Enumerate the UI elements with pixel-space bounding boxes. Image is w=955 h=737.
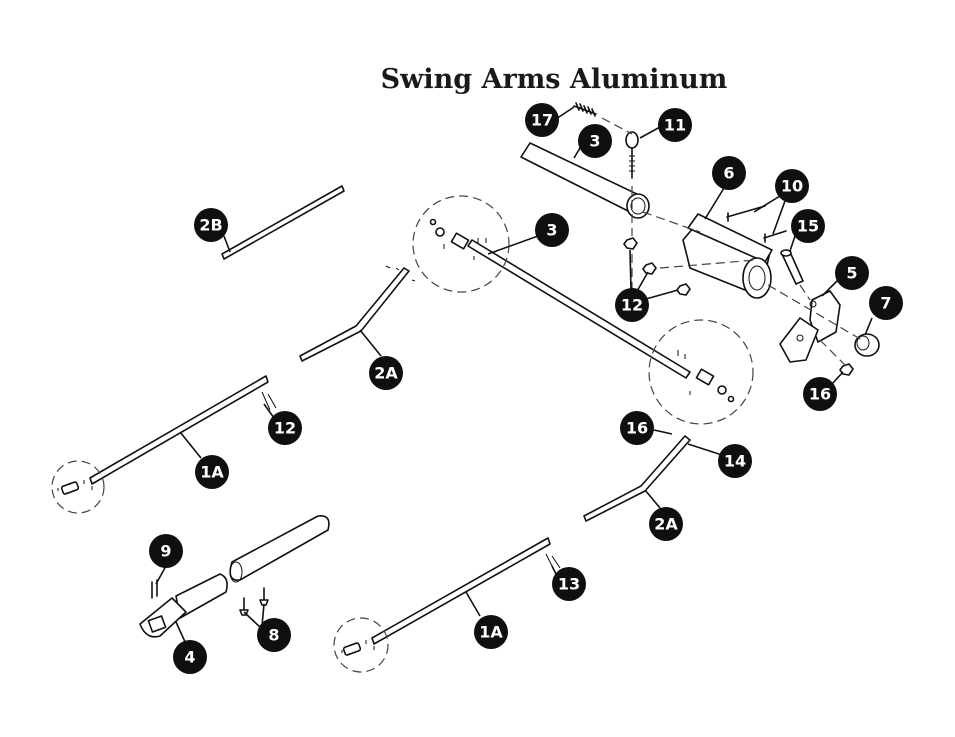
callout-12-mid: 12 xyxy=(268,411,302,445)
part-11-eye-bolt xyxy=(625,131,639,179)
part-2B-rod xyxy=(221,185,345,260)
part-1A-long-arm-top xyxy=(89,375,277,485)
callout-1A-top: 1A xyxy=(195,455,229,489)
callout-11-label: 11 xyxy=(664,116,686,135)
callout-7-label: 7 xyxy=(880,294,891,313)
callout-4-label: 4 xyxy=(184,648,195,667)
callout-7: 7 xyxy=(869,286,903,320)
callout-12-mid-label: 12 xyxy=(274,419,296,438)
callout-9-label: 9 xyxy=(160,542,171,561)
callout-3-mid: 3 xyxy=(535,213,569,247)
part-7-knob xyxy=(854,333,880,357)
callout-15: 15 xyxy=(791,209,825,243)
part-4-handle-end xyxy=(139,573,228,638)
part-17-spring xyxy=(573,102,597,117)
part-2A-bent-arm-bottom xyxy=(583,435,691,522)
part-10-bolts xyxy=(726,205,787,243)
callout-1A-bottom: 1A xyxy=(474,615,508,649)
part-5-bracket xyxy=(779,290,841,363)
callout-2A-top: 2A xyxy=(369,356,403,390)
callout-10: 10 xyxy=(775,169,809,203)
callout-14-label: 14 xyxy=(724,452,746,471)
callout-16-top-label: 16 xyxy=(809,385,831,404)
callout-8-label: 8 xyxy=(268,626,279,645)
callout-1A-bottom-label: 1A xyxy=(479,623,503,642)
callout-11: 11 xyxy=(658,108,692,142)
part-3-long-shaft xyxy=(467,239,691,379)
callout-3-top-label: 3 xyxy=(589,132,600,151)
callout-1A-top-label: 1A xyxy=(200,463,224,482)
callout-16-mid-label: 16 xyxy=(626,419,648,438)
callout-9: 9 xyxy=(149,534,183,568)
callout-14: 14 xyxy=(718,444,752,478)
callout-16-mid: 16 xyxy=(620,411,654,445)
assembly-axis-lines xyxy=(601,117,863,367)
callout-2B-label: 2B xyxy=(199,216,222,235)
detail-circle-arm-top xyxy=(51,460,105,514)
diagram-title: Swing Arms Aluminum xyxy=(381,64,728,95)
callout-12-top: 12 xyxy=(615,288,649,322)
callout-6-label: 6 xyxy=(723,164,734,183)
callout-6: 6 xyxy=(712,156,746,190)
part-1A-long-arm-bottom xyxy=(371,537,561,645)
callout-2A-bottom: 2A xyxy=(649,507,683,541)
callout-13: 13 xyxy=(552,567,586,601)
callout-10-label: 10 xyxy=(781,177,803,196)
callout-5-label: 5 xyxy=(846,264,857,283)
detail-circle-arm-bottom xyxy=(333,617,389,673)
callout-16-top: 16 xyxy=(803,377,837,411)
callout-2A-bottom-label: 2A xyxy=(654,515,678,534)
callout-17-label: 17 xyxy=(531,111,553,130)
part-grip-sleeve xyxy=(229,514,330,583)
callout-leader-lines xyxy=(155,106,873,645)
callout-12-top-label: 12 xyxy=(621,296,643,315)
callout-13-label: 13 xyxy=(558,575,580,594)
callout-2A-top-label: 2A xyxy=(374,364,398,383)
callout-15-label: 15 xyxy=(797,217,819,236)
callout-3-top: 3 xyxy=(578,124,612,158)
callout-2B: 2B xyxy=(194,208,228,242)
callout-5: 5 xyxy=(835,256,869,290)
callout-8: 8 xyxy=(257,618,291,652)
part-6-clamp-housing xyxy=(682,213,773,299)
callout-3-mid-label: 3 xyxy=(546,221,557,240)
callout-4: 4 xyxy=(173,640,207,674)
callout-17: 17 xyxy=(525,103,559,137)
detail-circle-shaft-left xyxy=(412,195,510,293)
detail-circle-shaft-right xyxy=(648,319,754,425)
part-2A-bent-arm-top xyxy=(299,265,416,362)
part-15-pin xyxy=(780,249,804,285)
